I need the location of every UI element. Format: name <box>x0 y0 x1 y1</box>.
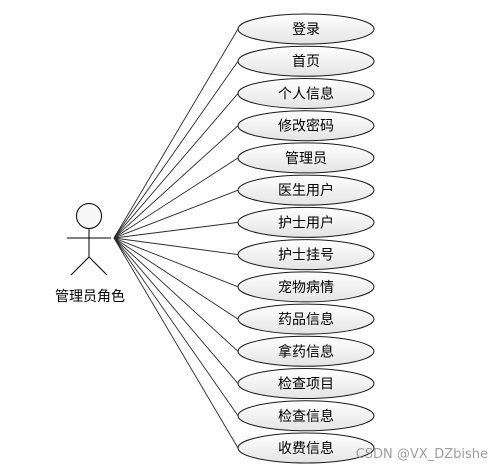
use-case: 护士挂号 <box>237 239 375 271</box>
use-case-group: 登录首页个人信息修改密码管理员医生用户护士用户护士挂号宠物病情药品信息拿药信息检… <box>237 13 375 464</box>
actor-head <box>76 203 102 229</box>
actor-figure: 管理员角色 <box>55 203 125 305</box>
association-line <box>113 237 239 320</box>
use-case: 检查信息 <box>237 400 375 432</box>
actor-left-leg <box>70 256 90 276</box>
use-case-label: 医生用户 <box>278 182 334 199</box>
use-case-ellipse <box>237 206 375 238</box>
use-case-ellipse <box>237 13 375 45</box>
use-case-label: 管理员 <box>285 151 327 167</box>
use-case: 管理员 <box>237 142 375 174</box>
use-case-ellipse <box>237 174 375 206</box>
use-case: 修改密码 <box>237 110 375 142</box>
use-case-label: 宠物病情 <box>278 280 334 296</box>
use-case-label: 护士用户 <box>278 214 334 231</box>
use-case-label: 拿药信息 <box>278 343 334 360</box>
association-line <box>113 237 239 256</box>
use-case-label: 收费信息 <box>278 440 334 457</box>
use-case-label: 药品信息 <box>278 311 334 328</box>
association-line <box>113 237 239 417</box>
use-case-label: 个人信息 <box>278 85 334 102</box>
use-case-label: 修改密码 <box>278 118 334 135</box>
actor-right-leg <box>88 256 108 276</box>
use-case-ellipse <box>237 77 375 109</box>
use-case-ellipse <box>237 239 375 271</box>
use-case-label: 检查信息 <box>278 408 334 425</box>
use-case-ellipse <box>237 45 375 77</box>
use-case: 检查项目 <box>237 368 375 400</box>
association-lines <box>113 28 239 449</box>
use-case-ellipse <box>237 335 375 367</box>
association-line <box>113 189 239 239</box>
use-case-ellipse <box>237 400 375 432</box>
use-case: 个人信息 <box>237 77 375 109</box>
use-case: 登录 <box>237 13 375 45</box>
use-case-label: 登录 <box>292 22 320 38</box>
use-case-ellipse <box>237 303 375 335</box>
use-case-label: 首页 <box>292 54 320 70</box>
use-case-ellipse <box>237 368 375 400</box>
use-case-label: 检查项目 <box>278 377 334 393</box>
use-case: 收费信息 <box>237 432 375 464</box>
use-case: 拿药信息 <box>237 335 375 367</box>
use-case-ellipse <box>237 432 375 464</box>
association-line <box>113 125 239 239</box>
association-line <box>113 157 239 239</box>
use-case-ellipse <box>237 271 375 303</box>
association-line <box>113 237 239 352</box>
association-line <box>113 237 239 449</box>
use-case: 医生用户 <box>237 174 375 206</box>
association-line <box>113 28 239 239</box>
use-case-ellipse <box>237 110 375 142</box>
use-case: 药品信息 <box>237 303 375 335</box>
use-case-label: 护士挂号 <box>278 248 334 264</box>
association-line <box>113 93 239 239</box>
use-case: 护士用户 <box>237 206 375 238</box>
watermark-text: CSDN @VX_DZbishe <box>356 447 488 462</box>
use-case: 宠物病情 <box>237 271 375 303</box>
association-line <box>113 237 239 384</box>
actor-label: 管理员角色 <box>55 288 125 305</box>
association-line <box>113 60 239 239</box>
association-line <box>113 221 239 239</box>
use-case-ellipse <box>237 142 375 174</box>
use-case: 首页 <box>237 45 375 77</box>
association-line <box>113 237 239 288</box>
